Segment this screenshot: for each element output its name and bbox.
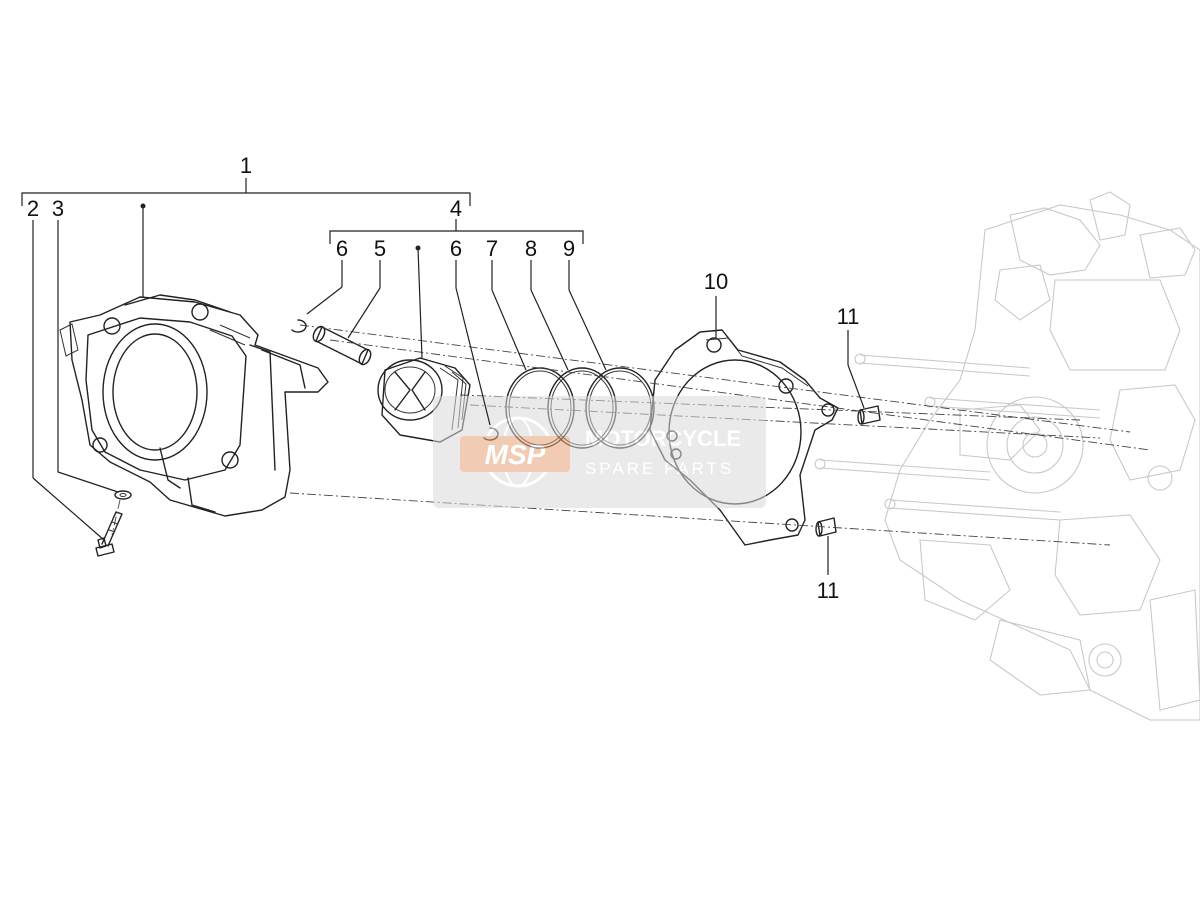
watermark-background (433, 396, 766, 508)
callout-4: 4 (450, 196, 462, 221)
watermark: MSP MOTORCYCLE SPARE PARTS (433, 396, 766, 508)
washer (114, 490, 132, 500)
callout-7: 7 (486, 236, 498, 261)
cylinder-block (59, 294, 329, 517)
callout-11-lower: 11 (817, 578, 840, 603)
dot-marker (140, 203, 146, 209)
dot-marker-piston (415, 245, 421, 251)
engine-crankcase-ghost (814, 191, 1200, 721)
watermark-line1: MOTORCYCLE (585, 426, 741, 451)
callout-6-left: 6 (336, 236, 348, 261)
watermark-line2: SPARE PARTS (585, 459, 734, 478)
callout-labels: 1 2 3 4 6 5 6 7 8 9 10 11 11 (27, 153, 860, 603)
callout-1: 1 (240, 153, 252, 178)
callout-8: 8 (525, 236, 537, 261)
callout-3: 3 (52, 196, 64, 221)
dowel-pin-lower (815, 517, 837, 537)
watermark-logo-badge (460, 436, 570, 472)
bolt (95, 511, 123, 557)
callout-9: 9 (563, 236, 575, 261)
callout-11-upper: 11 (837, 304, 860, 329)
callout-6-right: 6 (450, 236, 462, 261)
callout-2: 2 (27, 196, 39, 221)
callout-10: 10 (704, 269, 728, 294)
callout-5: 5 (374, 236, 386, 261)
dowel-pin-upper (857, 405, 881, 425)
watermark-logo: MSP (485, 439, 546, 470)
callout-leaders (21, 178, 865, 575)
piston-pin (312, 325, 372, 366)
circlip-left (291, 319, 307, 333)
